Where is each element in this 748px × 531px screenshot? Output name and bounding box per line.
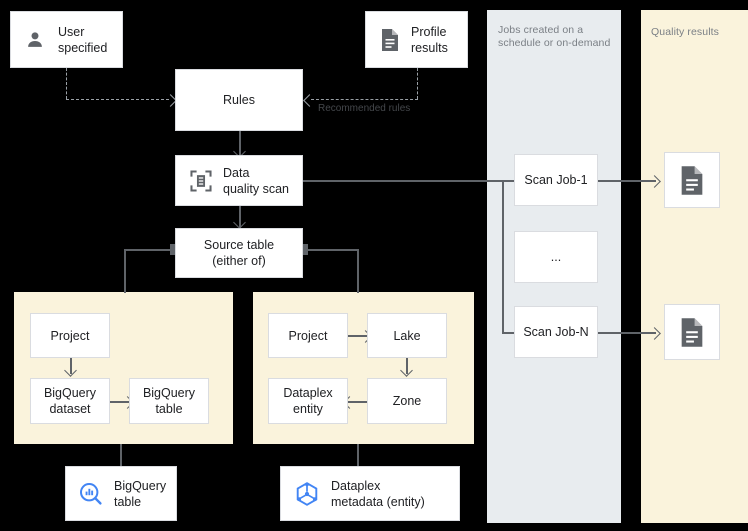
node-dataplex-metadata-legend[interactable]: Dataplex metadata (entity)	[280, 466, 460, 521]
node-bq-project-label: Project	[50, 328, 90, 343]
connector-job1-to-result1	[598, 180, 656, 182]
connector-dp-project-to-lake	[348, 335, 367, 337]
node-user-specified[interactable]: User specified	[10, 11, 123, 68]
node-bigquery-table-legend-label: BigQuery table	[114, 478, 167, 509]
node-user-specified-label: User specified	[58, 24, 108, 55]
node-scan-job-1-label: Scan Job-1	[524, 173, 588, 187]
node-scan-job-n-label: Scan Job-N	[523, 325, 589, 339]
node-scan-job-ellipsis[interactable]: ...	[514, 231, 598, 283]
junction-source-right	[299, 244, 308, 255]
bigquery-icon	[79, 482, 103, 506]
node-dp-project[interactable]: Project	[268, 313, 348, 358]
document-icon	[380, 28, 400, 52]
connector-jobs-spine-to-scan-job-n	[502, 332, 514, 334]
connector-source-left-vertical	[124, 249, 126, 293]
node-scan-job-n[interactable]: Scan Job-N	[514, 306, 598, 358]
quality-column-caption: Quality results	[651, 26, 720, 38]
connector-dataplex-panel-to-legend	[357, 444, 359, 466]
connector-dp-lake-to-zone	[406, 358, 408, 374]
node-dp-zone-label: Zone	[392, 394, 422, 408]
node-dp-lake-label: Lake	[393, 328, 421, 343]
jobs-column-caption: Jobs created on a schedule or on-demand	[498, 24, 611, 49]
connector-scan-to-source-table	[239, 206, 241, 228]
node-dp-entity[interactable]: Dataplex entity	[268, 378, 348, 424]
node-dp-lake[interactable]: Lake	[367, 313, 447, 358]
node-data-quality-scan-label: Data quality scan	[223, 165, 290, 196]
node-bigquery-table-legend[interactable]: BigQuery table	[65, 466, 177, 521]
node-source-table-label: Source table (either of)	[203, 238, 275, 268]
node-dp-zone[interactable]: Zone	[367, 378, 447, 424]
quality-column-panel	[641, 10, 748, 523]
node-bq-dataset-label: BigQuery dataset	[43, 386, 97, 416]
node-source-table[interactable]: Source table (either of)	[175, 228, 303, 278]
node-rules-label: Rules	[223, 93, 255, 107]
connector-user-to-rules-vertical	[66, 68, 67, 99]
connector-profile-to-rules-vertical	[417, 68, 418, 99]
junction-source-left	[170, 244, 179, 255]
connector-scan-to-jobs-horizontal	[303, 180, 519, 182]
connector-profile-to-rules-horizontal	[311, 99, 418, 100]
node-dp-entity-label: Dataplex entity	[283, 386, 333, 416]
node-profile-results[interactable]: Profile results	[365, 11, 468, 68]
node-bq-project[interactable]: Project	[30, 313, 110, 358]
connector-source-left-horizontal	[124, 249, 177, 251]
node-bq-dataset[interactable]: BigQuery dataset	[30, 378, 110, 424]
connector-user-to-rules-horizontal	[66, 99, 169, 100]
node-dataplex-metadata-legend-label: Dataplex metadata (entity)	[331, 478, 425, 509]
dataplex-icon	[294, 481, 320, 507]
connector-jobs-spine-vertical	[502, 180, 504, 333]
connector-rules-to-scan	[239, 131, 241, 155]
arrowhead-profile-to-rules	[303, 93, 316, 107]
connector-source-right-horizontal	[303, 249, 358, 251]
connector-source-right-vertical	[357, 249, 359, 293]
connector-bq-dataset-to-table	[110, 401, 129, 403]
node-dp-project-label: Project	[288, 328, 328, 343]
node-bq-table-label: BigQuery table	[142, 386, 196, 416]
node-profile-results-label: Profile results	[411, 24, 448, 55]
node-scan-job-1[interactable]: Scan Job-1	[514, 154, 598, 206]
node-bq-table[interactable]: BigQuery table	[129, 378, 209, 424]
connector-jobn-to-resultn	[598, 332, 656, 334]
document-icon	[679, 165, 705, 196]
connector-dp-zone-to-entity	[348, 401, 368, 403]
edge-label-recommended-rules: Recommended rules	[318, 103, 411, 114]
person-icon	[24, 29, 46, 51]
document-icon	[679, 317, 705, 348]
node-data-quality-scan[interactable]: Data quality scan	[175, 155, 303, 206]
node-scan-job-ellipsis-label: ...	[550, 250, 562, 264]
node-quality-result-n[interactable]	[664, 304, 720, 360]
node-quality-result-1[interactable]	[664, 152, 720, 208]
arrowhead-scan-to-source-table	[233, 216, 246, 229]
connector-bq-project-to-dataset	[70, 358, 72, 374]
scan-icon	[190, 169, 212, 192]
node-rules[interactable]: Rules	[175, 69, 303, 131]
connector-bq-panel-to-legend	[120, 444, 122, 466]
